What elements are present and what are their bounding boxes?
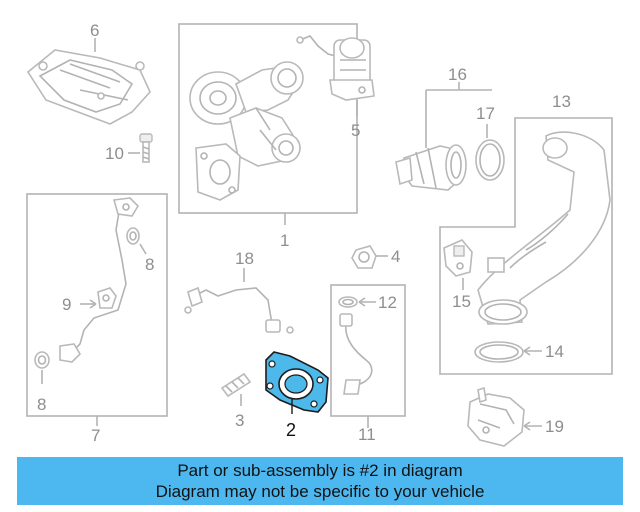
callout-13[interactable]: 13 xyxy=(552,92,571,111)
callout-18[interactable]: 18 xyxy=(235,249,254,268)
group-box-oil-line xyxy=(26,193,168,417)
group-box-intake-pipe xyxy=(439,117,613,375)
callout-19[interactable]: 19 xyxy=(545,417,564,436)
part-1-turbocharger[interactable] xyxy=(189,61,304,201)
callout-9[interactable]: 9 xyxy=(62,295,71,314)
part-3-stud[interactable] xyxy=(220,372,252,398)
callout-15[interactable]: 15 xyxy=(452,292,471,311)
part-9-banjo-bolt[interactable] xyxy=(97,287,117,309)
part-5-actuator[interactable] xyxy=(296,35,375,101)
callout-3[interactable]: 3 xyxy=(235,411,244,430)
banner-line-2: Diagram may not be specific to your vehi… xyxy=(155,482,485,501)
part-6-heat-shield[interactable] xyxy=(26,49,151,125)
part-8-washer-lower[interactable] xyxy=(34,351,50,369)
callout-17[interactable]: 17 xyxy=(476,104,495,123)
callout-8-lower[interactable]: 8 xyxy=(37,395,46,414)
part-18-sensor-tube[interactable] xyxy=(184,286,294,334)
callout-5[interactable]: 5 xyxy=(351,121,360,140)
group-box-turbocharger xyxy=(178,23,358,214)
part-11-return-line[interactable] xyxy=(339,313,373,395)
callout-4[interactable]: 4 xyxy=(391,247,400,266)
callout-14[interactable]: 14 xyxy=(545,342,564,361)
part-2-gasket[interactable] xyxy=(265,351,329,413)
part-19-bracket[interactable] xyxy=(467,386,525,447)
part-15-sensor[interactable] xyxy=(443,239,473,277)
callout-11[interactable]: 11 xyxy=(358,425,376,444)
part-8-washer-upper[interactable] xyxy=(126,227,140,245)
parts-diagram: 6 10 1 5 16 17 xyxy=(26,21,613,447)
part-14-gasket-ring[interactable] xyxy=(474,341,524,363)
callout-12[interactable]: 12 xyxy=(378,293,397,312)
part-17-o-ring[interactable] xyxy=(475,139,505,181)
part-12-o-ring[interactable] xyxy=(338,296,358,308)
banner-line-1: Part or sub-assembly is #2 in diagram xyxy=(177,461,463,480)
callout-8-upper[interactable]: 8 xyxy=(145,255,154,274)
part-13-intake-pipe[interactable] xyxy=(477,131,611,325)
callout-6[interactable]: 6 xyxy=(90,21,99,40)
callout-2[interactable]: 2 xyxy=(286,420,296,440)
callout-16[interactable]: 16 xyxy=(448,65,467,84)
part-4-plug[interactable] xyxy=(351,245,377,269)
info-banner: Part or sub-assembly is #2 in diagram Di… xyxy=(17,457,623,505)
callout-10[interactable]: 10 xyxy=(105,144,124,163)
callout-7[interactable]: 7 xyxy=(91,426,100,445)
part-10-bolt[interactable] xyxy=(139,133,153,163)
part-16-coupling[interactable] xyxy=(395,144,467,191)
callout-1[interactable]: 1 xyxy=(280,231,289,250)
part-7-oil-line[interactable] xyxy=(59,197,140,363)
